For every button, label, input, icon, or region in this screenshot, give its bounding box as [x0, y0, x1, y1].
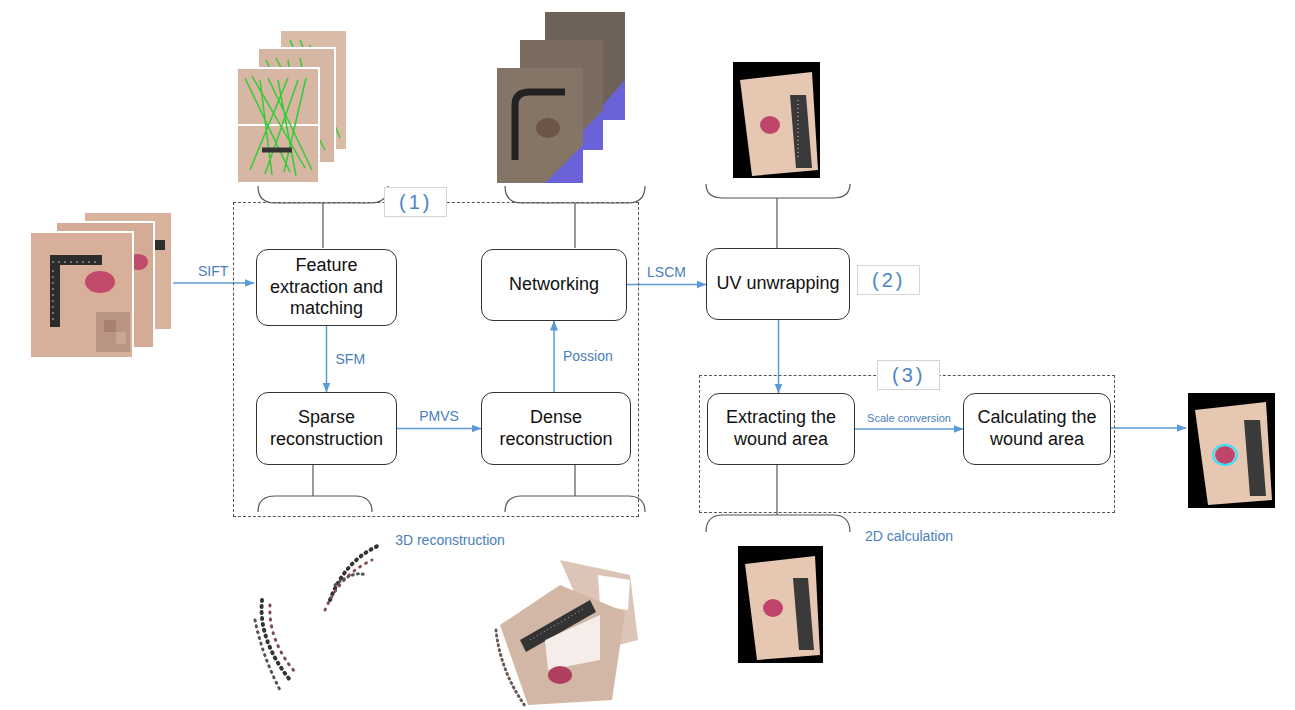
stage-group: (1)3D reconstructionFeature extraction a…: [233, 202, 639, 517]
process-box: UV unwrapping(2): [706, 248, 850, 320]
edge-label: Scale conversion: [865, 412, 953, 425]
box-label: Extracting the wound area: [708, 407, 854, 450]
flow-arrow: [326, 326, 328, 392]
flow-arrow: [397, 428, 481, 430]
flow-arrow: [778, 320, 780, 393]
input-photos: [30, 212, 254, 358]
edge-label: Possion: [561, 348, 615, 365]
process-box: Calculating the wound area: [963, 393, 1111, 465]
box-label: Feature extraction and matching: [257, 255, 396, 320]
process-box: Networking: [481, 249, 627, 321]
flow-arrow: [627, 284, 706, 286]
arrow-label: SIFT: [196, 263, 230, 280]
edge-label: PMVS: [417, 408, 461, 425]
edge-label: LSCM: [645, 264, 688, 281]
stage-caption: 3D reconstruction: [395, 532, 505, 549]
stage-number: (1): [384, 187, 447, 217]
output-image: [1107, 393, 1275, 508]
mesh-images: [497, 12, 625, 183]
flow-arrow: [553, 321, 555, 392]
edge-label: SFM: [334, 351, 368, 368]
sparse-point-cloud: [255, 545, 380, 690]
flow-arrow: [855, 428, 963, 430]
box-label: Networking: [503, 274, 605, 296]
box-label: UV unwrapping: [710, 273, 845, 295]
stage-caption: 2D calculation: [865, 528, 953, 545]
process-box: Sparse reconstruction: [256, 392, 397, 465]
box-label: Calculating the wound area: [964, 407, 1110, 450]
dense-point-cloud: [496, 560, 638, 706]
process-box: Dense reconstruction: [481, 392, 631, 465]
box-label: Dense reconstruction: [482, 407, 630, 450]
brackets: [258, 184, 850, 532]
stage-number: (2): [857, 265, 920, 295]
extracted-image: [738, 546, 823, 663]
matching-images: [237, 30, 347, 183]
stage-number: (3): [877, 360, 940, 390]
box-label: Sparse reconstruction: [257, 407, 396, 450]
process-box: Extracting the wound area: [707, 393, 855, 465]
process-box: Feature extraction and matching: [256, 249, 397, 326]
stage-group: (3)2D calculationExtracting the wound ar…: [699, 375, 1115, 513]
uv-image: [733, 62, 820, 178]
